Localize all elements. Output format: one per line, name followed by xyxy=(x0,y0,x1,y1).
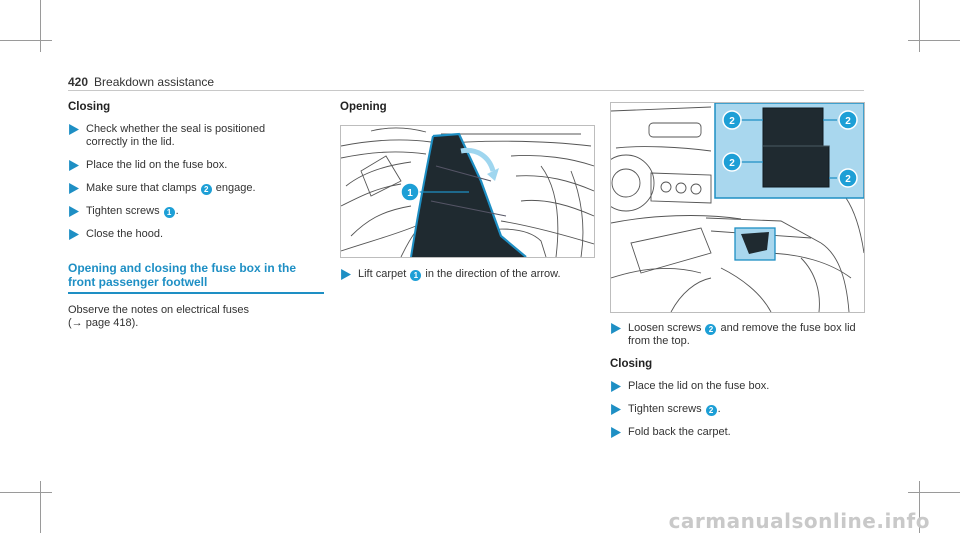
section-name: Breakdown assistance xyxy=(94,75,215,89)
figure-callout: 2 xyxy=(845,174,851,185)
step-text: in the direction of the arrow. xyxy=(422,268,561,280)
crop-mark xyxy=(0,40,52,41)
triangle-right-icon xyxy=(611,381,621,392)
figure-fuse-box-lid: 2 2 2 2 xyxy=(610,102,865,313)
triangle-right-icon xyxy=(69,229,79,240)
triangle-right-icon xyxy=(341,269,351,280)
triangle-right-icon xyxy=(69,206,79,217)
callout-badge: 1 xyxy=(410,270,422,281)
page-header: 420 Breakdown assistance xyxy=(68,75,214,89)
crop-mark xyxy=(908,492,960,493)
step-text: Place the lid on the fuse box. xyxy=(628,380,770,392)
left-column: Closing Check whether the seal is positi… xyxy=(68,101,324,330)
note-text: Observe the notes on electrical fuses (→… xyxy=(68,304,324,330)
step-text: Make sure that clamps xyxy=(86,182,200,194)
step-text: Fold back the carpet. xyxy=(628,426,731,438)
callout-badge: 2 xyxy=(705,324,717,335)
triangle-right-icon xyxy=(611,404,621,415)
step-text: Tighten screws xyxy=(86,205,163,217)
step-text: Place the lid on the fuse box. xyxy=(86,159,228,171)
section-title: Opening and closing the fuse box in the … xyxy=(68,261,297,289)
step-item: Lift carpet 1 in the direction of the ar… xyxy=(340,268,596,281)
note-line: Observe the notes on electrical fuses xyxy=(68,303,249,316)
step-text: Check whether the seal is positioned cor… xyxy=(86,123,266,148)
step-text: engage. xyxy=(212,182,256,194)
dashboard-illustration: 2 2 2 2 xyxy=(611,103,864,312)
closing-heading: Closing xyxy=(610,358,653,370)
figure-callout: 2 xyxy=(729,116,735,127)
opening-heading: Opening xyxy=(340,101,387,113)
triangle-right-icon xyxy=(69,160,79,171)
step-item: Place the lid on the fuse box. xyxy=(610,380,866,393)
step-item: Loosen screws 2 and remove the fuse box … xyxy=(610,322,868,348)
header-rule xyxy=(68,90,864,91)
step-item: Make sure that clamps 2 engage. xyxy=(68,182,324,195)
middle-step: Lift carpet 1 in the direction of the ar… xyxy=(340,268,596,291)
step-item: Close the hood. xyxy=(68,228,324,241)
callout-badge: 2 xyxy=(705,405,717,416)
triangle-right-icon xyxy=(611,323,621,334)
step-item: Place the lid on the fuse box. xyxy=(68,159,324,172)
triangle-right-icon xyxy=(69,183,79,194)
callout-badge: 1 xyxy=(163,207,175,218)
right-column: Loosen screws 2 and remove the fuse box … xyxy=(610,322,866,449)
page-reference-link[interactable]: (→ page 418). xyxy=(68,316,139,329)
crop-mark xyxy=(0,492,52,493)
crop-mark xyxy=(919,0,920,52)
step-item: Check whether the seal is positioned cor… xyxy=(68,123,308,149)
figure-callout: 2 xyxy=(729,158,735,169)
callout-badge: 2 xyxy=(200,184,212,195)
step-item: Tighten screws 2. xyxy=(610,403,866,416)
triangle-right-icon xyxy=(69,124,79,135)
step-text: Lift carpet xyxy=(358,268,410,280)
footwell-illustration: 1 xyxy=(341,127,594,257)
crop-mark xyxy=(40,481,41,533)
triangle-right-icon xyxy=(611,427,621,438)
watermark: carmanualsonline.info xyxy=(668,509,930,533)
page-number: 420 xyxy=(68,75,89,89)
step-text: Close the hood. xyxy=(86,228,164,240)
step-text: . xyxy=(717,403,721,415)
step-text: Loosen screws xyxy=(628,322,705,334)
step-text: Tighten screws xyxy=(628,403,705,415)
figure-lift-carpet: 1 xyxy=(340,125,595,258)
figure-callout: 2 xyxy=(845,116,851,127)
middle-column: Opening xyxy=(340,101,596,114)
figure-callout: 1 xyxy=(407,188,413,199)
crop-mark xyxy=(919,481,920,533)
crop-mark xyxy=(908,40,960,41)
closing-heading: Closing xyxy=(68,101,111,113)
step-text: and remove the fuse box lid from the top… xyxy=(628,322,856,347)
crop-mark xyxy=(40,0,41,52)
step-item: Fold back the carpet. xyxy=(610,426,866,439)
step-item: Tighten screws 1. xyxy=(68,205,324,218)
section-rule xyxy=(68,292,324,294)
step-text: . xyxy=(175,205,179,217)
